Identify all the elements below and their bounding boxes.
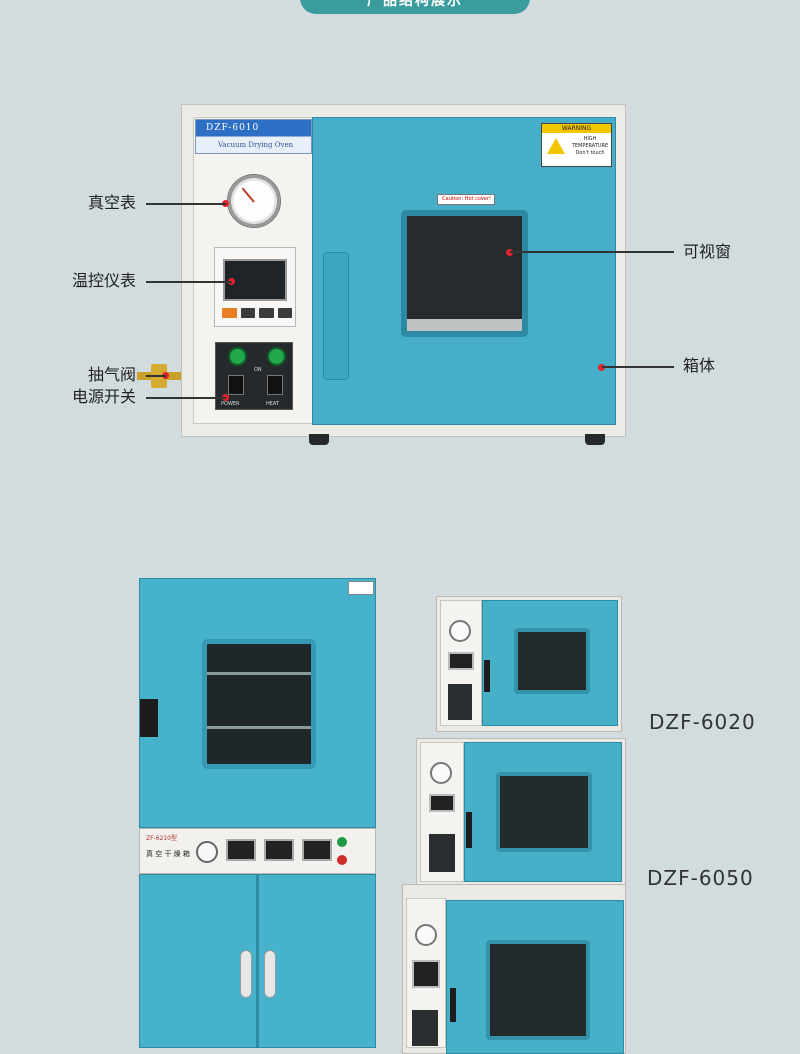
power-switch-icon: [228, 375, 244, 395]
small-gauge-icon: [415, 924, 437, 946]
small-viewing-window: [486, 940, 590, 1040]
callout-line: [510, 251, 674, 253]
large-red-button-icon: [337, 855, 347, 865]
model-nameplate: DZF-6010 Vacuum Drying Oven: [195, 119, 312, 154]
heat-indicator-icon: [267, 347, 286, 366]
large-display: [226, 839, 256, 861]
callout-power-switch: 电源开关: [71, 387, 136, 406]
large-viewing-window: [202, 639, 316, 769]
callout-temp-controller: 温控仪表: [71, 271, 136, 290]
small-controller: [412, 960, 440, 988]
oven-dzf-6020: [436, 596, 622, 732]
large-green-button-icon: [337, 837, 347, 847]
oven-foot: [309, 434, 329, 445]
power-label: POWER: [221, 401, 240, 407]
temperature-controller: [214, 247, 296, 327]
small-switch-box: [412, 1010, 438, 1046]
small-gauge-icon: [449, 620, 471, 642]
caution-label: Caution: Hot cover!: [437, 194, 495, 205]
large-panel-title: 真 空 干 燥 箱: [146, 850, 190, 858]
large-warning-label: [348, 581, 374, 595]
callout-line: [146, 375, 166, 377]
callout-cabinet: 箱体: [683, 356, 716, 375]
large-door-handle: [140, 699, 158, 737]
large-plate-text: ZF-6210型: [146, 835, 177, 842]
large-lower-cabinet: [139, 874, 376, 1048]
large-oven-chamber: [139, 578, 376, 828]
large-display: [264, 839, 294, 861]
section-header-tab: 产品结构展示: [300, 0, 530, 14]
door-handle: [323, 252, 349, 380]
callout-line: [602, 366, 674, 368]
small-switch-box: [448, 684, 472, 720]
callout-line: [146, 281, 232, 283]
lower-door-handle: [240, 950, 252, 998]
small-controller: [429, 794, 455, 812]
warning-triangle-icon: [547, 138, 565, 154]
heat-label: HEAT: [266, 401, 280, 407]
marker-dot: [506, 249, 513, 256]
vacuum-gauge-icon: [227, 174, 281, 228]
small-viewing-window: [514, 628, 590, 694]
model-label-dzf-6050: DZF-6050: [647, 866, 754, 890]
oven-large-two-tier: ZF-6210型 真 空 干 燥 箱: [139, 578, 376, 1048]
small-controller: [448, 652, 474, 670]
oven-additional-model: [402, 884, 626, 1054]
switch-on-label: ON: [254, 367, 262, 373]
callout-line: [146, 397, 226, 399]
oven-foot: [585, 434, 605, 445]
warning-title: WARNING: [542, 124, 611, 133]
section-title: 产品结构展示: [367, 0, 463, 9]
model-plate-text: DZF-6010: [206, 123, 260, 133]
warning-text: HIGH TEMPERATURE Don't touch: [571, 136, 609, 156]
viewing-window: [401, 210, 528, 337]
callout-line: [146, 203, 226, 205]
small-door-handle: [484, 660, 490, 692]
large-vacuum-gauge-icon: [196, 841, 218, 863]
model-plate-subtitle: Vacuum Drying Oven: [218, 141, 294, 149]
small-viewing-window: [496, 772, 592, 852]
oven-dzf-6050: [416, 738, 626, 888]
marker-dot: [598, 364, 605, 371]
small-gauge-icon: [430, 762, 452, 784]
large-display: [302, 839, 332, 861]
small-door-handle: [450, 988, 456, 1022]
small-door-handle: [466, 812, 472, 848]
oven-door: Caution: Hot cover! WARNING HIGH TEMPERA…: [312, 117, 616, 425]
model-label-dzf-6020: DZF-6020: [649, 710, 756, 734]
lower-door-handle: [264, 950, 276, 998]
controller-keys: [222, 308, 292, 318]
large-control-panel: ZF-6210型 真 空 干 燥 箱: [139, 828, 376, 874]
callout-viewing-window: 可视窗: [683, 242, 732, 261]
callout-vacuum-gauge: 真空表: [87, 193, 136, 212]
callout-exhaust-valve: 抽气阀: [87, 365, 136, 384]
small-switch-box: [429, 834, 455, 872]
oven-dzf-6010: DZF-6010 Vacuum Drying Oven ON POWER HEA…: [137, 104, 626, 445]
power-indicator-icon: [228, 347, 247, 366]
heat-switch-icon: [267, 375, 283, 395]
warning-label: WARNING HIGH TEMPERATURE Don't touch: [541, 123, 612, 167]
